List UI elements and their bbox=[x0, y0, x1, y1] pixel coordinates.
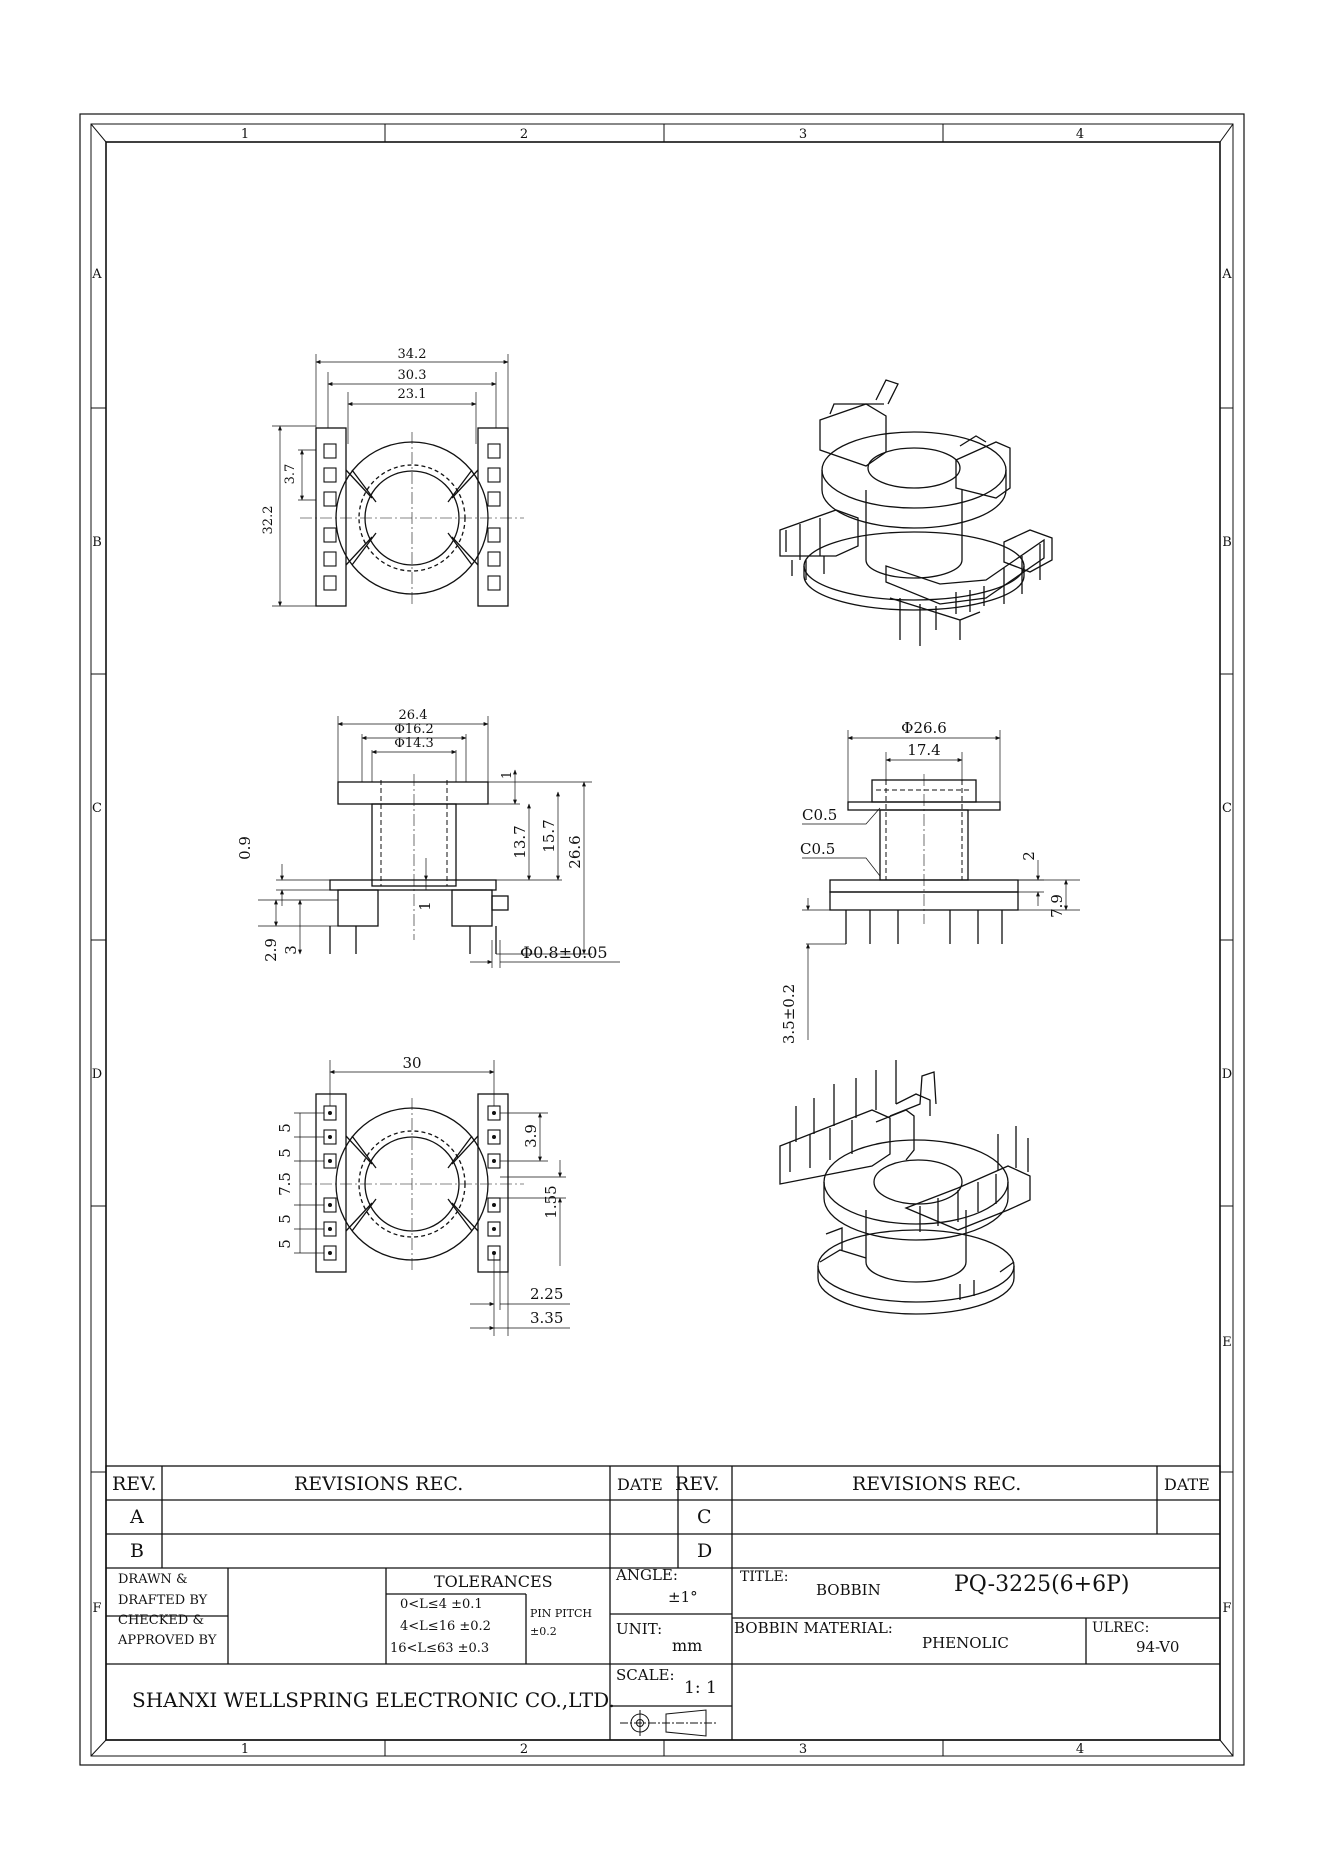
date-header-right: DATE bbox=[1164, 1475, 1210, 1494]
revisions-rec-header-right: REVISIONS REC. bbox=[852, 1473, 1022, 1495]
checked-label: CHECKED & bbox=[118, 1613, 205, 1628]
dim-front-phi-16-2: Φ16.2 bbox=[394, 722, 434, 737]
dim-bottom-5-b: 5 bbox=[276, 1148, 294, 1158]
zone-col-3-top: 3 bbox=[799, 127, 807, 142]
sheet-frame bbox=[79, 113, 1245, 1766]
pin-pitch-label: PIN PITCH bbox=[530, 1607, 592, 1620]
zone-row-f-left: F bbox=[92, 1601, 101, 1616]
dim-side-phi-26-6: Φ26.6 bbox=[901, 719, 947, 737]
front-view: 26.4 Φ16.2 Φ14.3 1 13.7 15.7 26.6 0.9 1 … bbox=[236, 708, 620, 968]
side-view: Φ26.6 17.4 C0.5 C0.5 2 7.9 3.5±0.2 bbox=[780, 719, 1080, 1044]
rev-a: A bbox=[130, 1506, 144, 1528]
zone-row-b-left: B bbox=[92, 535, 102, 550]
angle-label: ANGLE: bbox=[616, 1566, 678, 1584]
dim-front-1-top: 1 bbox=[500, 771, 515, 779]
zone-row-a-right: A bbox=[1221, 267, 1232, 282]
tolerances-header: TOLERANCES bbox=[434, 1572, 553, 1591]
zone-col-2-bottom: 2 bbox=[520, 1742, 528, 1757]
unit-label: UNIT: bbox=[616, 1620, 663, 1638]
unit-value: mm bbox=[672, 1636, 703, 1655]
dim-front-pin-diameter: Φ0.8±0.05 bbox=[520, 943, 608, 962]
top-view: 34.2 30.3 23.1 3.7 32.2 bbox=[261, 347, 524, 607]
bobbin-material-value: PHENOLIC bbox=[922, 1634, 1009, 1652]
dim-bottom-7-5: 7.5 bbox=[276, 1172, 294, 1196]
zone-row-e-right: E bbox=[1222, 1335, 1232, 1350]
dim-front-1-bottom: 1 bbox=[416, 901, 434, 911]
dim-bottom-3-35: 3.35 bbox=[530, 1309, 563, 1327]
dim-side-chamfer-top: C0.5 bbox=[802, 806, 837, 824]
rev-header-right: REV. bbox=[675, 1473, 720, 1495]
zone-col-4-top: 4 bbox=[1076, 127, 1084, 142]
zone-col-1-top: 1 bbox=[241, 127, 249, 142]
dim-front-15-7: 15.7 bbox=[540, 819, 558, 852]
title-label: TITLE: bbox=[740, 1569, 789, 1585]
zone-row-a-left: A bbox=[91, 267, 102, 282]
isometric-view-top bbox=[779, 379, 1053, 646]
dim-side-17-4: 17.4 bbox=[907, 741, 940, 759]
title-block-grid bbox=[105, 1465, 1221, 1741]
zone-col-1-bottom: 1 bbox=[241, 1742, 249, 1757]
rev-b: B bbox=[130, 1540, 144, 1562]
dim-bottom-5-a: 5 bbox=[276, 1123, 294, 1133]
tolerance-row-3: 16<L≤63 ±0.3 bbox=[390, 1641, 490, 1656]
isometric-view-bottom bbox=[779, 1060, 1031, 1315]
ulrec-value: 94-V0 bbox=[1136, 1638, 1180, 1656]
zone-col-4-bottom: 4 bbox=[1076, 1742, 1084, 1757]
scale-value: 1: 1 bbox=[684, 1678, 717, 1698]
bottom-view: 30 5 5 7.5 5 5 3.9 1.55 2.25 3.35 bbox=[276, 1054, 570, 1336]
company-name: SHANXI WELLSPRING ELECTRONIC CO.,LTD. bbox=[132, 1688, 615, 1712]
approved-by-label: APPROVED BY bbox=[118, 1633, 217, 1648]
dim-side-7-9: 7.9 bbox=[1048, 894, 1066, 918]
dim-front-26-4: 26.4 bbox=[399, 708, 428, 723]
zone-row-d-right: D bbox=[1222, 1067, 1232, 1082]
dim-front-26-6: 26.6 bbox=[566, 835, 584, 868]
dim-bottom-5-d: 5 bbox=[276, 1239, 294, 1249]
dim-front-13-7: 13.7 bbox=[511, 825, 529, 858]
drafted-by-label: DRAFTED BY bbox=[118, 1593, 208, 1608]
ulrec-label: ULREC: bbox=[1092, 1620, 1150, 1636]
dim-side-chamfer-bottom: C0.5 bbox=[800, 840, 835, 858]
scale-label: SCALE: bbox=[616, 1666, 675, 1684]
dim-side-2: 2 bbox=[1020, 851, 1038, 861]
dim-bottom-30: 30 bbox=[402, 1054, 421, 1072]
tolerance-row-2: 4<L≤16 ±0.2 bbox=[400, 1619, 491, 1634]
rev-c: C bbox=[697, 1506, 712, 1528]
dim-top-30-3: 30.3 bbox=[398, 368, 427, 383]
dim-top-3-7: 3.7 bbox=[283, 464, 298, 485]
dim-top-32-2: 32.2 bbox=[261, 506, 276, 535]
title-value: BOBBIN bbox=[816, 1581, 881, 1599]
dim-bottom-3-9: 3.9 bbox=[522, 1124, 540, 1148]
zone-col-3-bottom: 3 bbox=[799, 1742, 807, 1757]
tolerance-row-1: 0<L≤4 ±0.1 bbox=[400, 1597, 483, 1612]
dim-front-phi-14-3: Φ14.3 bbox=[394, 736, 434, 751]
dim-front-3: 3 bbox=[282, 945, 300, 955]
projection-symbol-icon bbox=[620, 1709, 716, 1737]
revisions-rec-header-left: REVISIONS REC. bbox=[294, 1473, 464, 1495]
angle-value: ±1° bbox=[668, 1588, 698, 1606]
zone-row-c-right: C bbox=[1222, 801, 1232, 816]
dim-bottom-1-55: 1.55 bbox=[542, 1185, 560, 1218]
pin-pitch-value: ±0.2 bbox=[530, 1625, 557, 1638]
dim-bottom-2-25: 2.25 bbox=[530, 1285, 563, 1303]
zone-col-2-top: 2 bbox=[520, 127, 528, 142]
dim-side-3-5: 3.5±0.2 bbox=[780, 984, 798, 1044]
zone-row-c-left: C bbox=[92, 801, 102, 816]
date-header-left: DATE bbox=[617, 1475, 663, 1494]
zone-row-d-left: D bbox=[92, 1067, 102, 1082]
drawn-label: DRAWN & bbox=[118, 1572, 188, 1587]
part-number: PQ-3225(6+6P) bbox=[954, 1572, 1130, 1597]
dim-front-2-9: 2.9 bbox=[262, 938, 280, 962]
zone-row-b-right: B bbox=[1222, 535, 1232, 550]
dim-front-0-9: 0.9 bbox=[236, 836, 254, 860]
rev-d: D bbox=[697, 1540, 713, 1562]
dim-top-23-1: 23.1 bbox=[398, 387, 427, 402]
zone-row-f-right: F bbox=[1222, 1601, 1231, 1616]
bobbin-material-label: BOBBIN MATERIAL: bbox=[734, 1619, 893, 1637]
rev-header-left: REV. bbox=[112, 1473, 157, 1495]
dim-top-34-2: 34.2 bbox=[398, 347, 427, 362]
dim-bottom-5-c: 5 bbox=[276, 1214, 294, 1224]
